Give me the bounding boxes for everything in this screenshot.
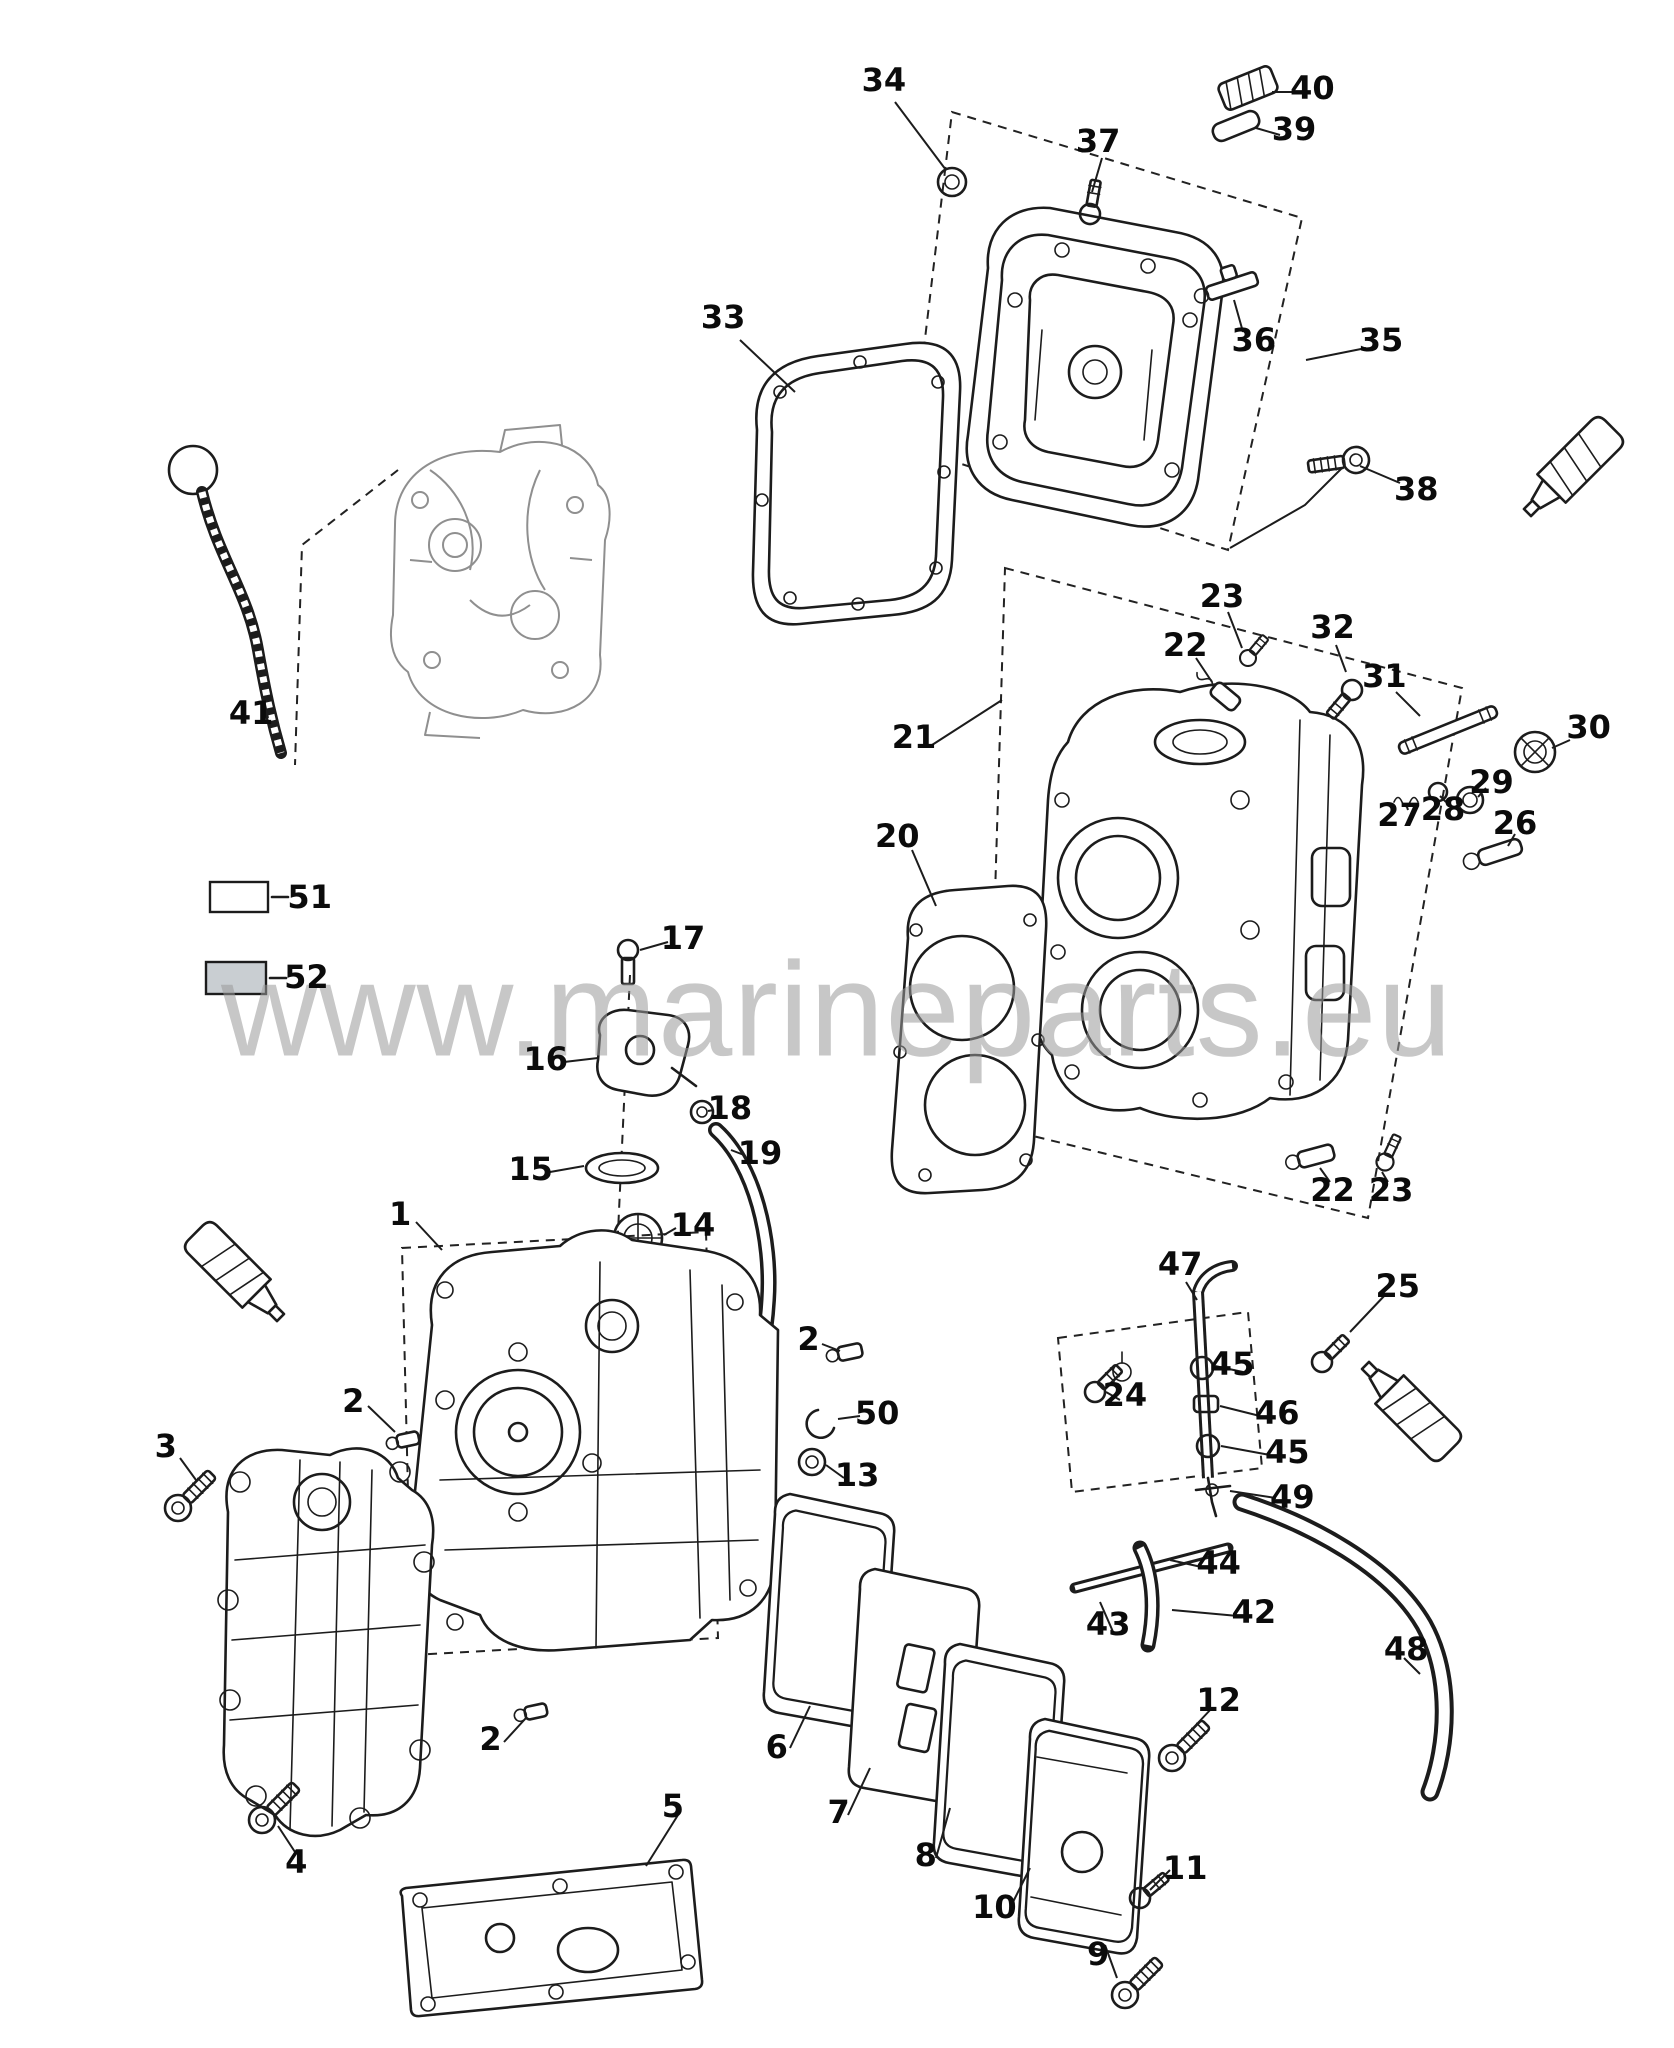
valve-cover-gasket — [751, 341, 962, 626]
part-number-callout-21-17: 21 — [891, 718, 937, 757]
part-number-callout-29-13: 29 — [1469, 763, 1514, 802]
part-number-callout-7-51: 7 — [827, 1793, 850, 1832]
part-number-callout-39-2: 39 — [1271, 110, 1317, 149]
part-number-callout-51-20: 51 — [287, 878, 332, 917]
part-number-callout-47-31: 47 — [1157, 1244, 1203, 1283]
stud-bolt — [1397, 705, 1499, 755]
oil-filler-cap — [1217, 65, 1279, 111]
decal-box-51 — [208, 880, 270, 914]
cylinder-head-reference-view — [294, 424, 611, 766]
part-number-callout-36-5: 36 — [1231, 320, 1277, 359]
part-number-callout-3-41: 3 — [154, 1426, 177, 1465]
head-gasket — [890, 884, 1048, 1195]
part-number-callout-5-50: 5 — [661, 1787, 685, 1826]
part-number-callout-33-4: 33 — [700, 298, 746, 337]
part-number-callout-50-36: 50 — [854, 1394, 900, 1433]
part-number-callout-4-53: 4 — [285, 1842, 308, 1881]
part-number-callout-6-49: 6 — [765, 1727, 788, 1766]
part-number-callout-31-11: 31 — [1362, 656, 1407, 695]
decal-box-52 — [204, 960, 268, 996]
cylinder-head-group — [986, 412, 1628, 1220]
part-number-callout-2-47: 2 — [479, 1719, 502, 1758]
part-number-callout-13-39: 13 — [834, 1455, 880, 1494]
part-number-callout-38-7: 38 — [1393, 470, 1439, 509]
lower-mount-plate — [399, 1858, 704, 2018]
breather-fitting — [1193, 263, 1260, 304]
dowel-pin — [385, 1430, 421, 1451]
leader-lines — [179, 91, 1571, 1979]
part-number-callout-22-29: 22 — [1310, 1170, 1355, 1209]
part-number-callout-30-12: 30 — [1566, 708, 1611, 747]
breather-hose-group — [1056, 1131, 1466, 1802]
dowel-pin — [513, 1702, 549, 1723]
part-number-callout-46-37: 46 — [1254, 1394, 1300, 1433]
part-number-callout-37-3: 37 — [1075, 122, 1121, 161]
part-number-callout-15-26: 15 — [508, 1150, 553, 1189]
part-number-callout-49-40: 49 — [1270, 1478, 1315, 1517]
part-number-callout-22-9: 22 — [1162, 626, 1208, 665]
part-number-callout-14-27: 14 — [670, 1205, 716, 1244]
part-number-callout-41-19: 41 — [228, 693, 274, 732]
legend-boxes — [204, 880, 290, 996]
part-number-callout-44-43: 44 — [1196, 1543, 1241, 1582]
dowel-pin — [825, 1342, 864, 1363]
part-number-callout-1-28: 1 — [388, 1195, 412, 1234]
part-number-callout-26-16: 26 — [1492, 804, 1538, 843]
valve-cover-group — [910, 65, 1372, 552]
part-number-callout-2-42: 2 — [342, 1381, 365, 1420]
part-number-callout-48-46: 48 — [1383, 1629, 1429, 1668]
anode — [1462, 837, 1524, 871]
part-number-callout-25-32: 25 — [1375, 1267, 1421, 1306]
reed-plate-stack — [762, 1492, 1217, 2015]
part-number-callout-2-33: 2 — [797, 1320, 820, 1359]
part-number-callout-42-45: 42 — [1231, 1592, 1277, 1631]
part-number-callout-12-48: 12 — [1196, 1680, 1241, 1719]
part-number-callout-34-0: 34 — [861, 60, 907, 99]
part-number-callout-11-55: 11 — [1162, 1848, 1208, 1887]
part-number-callout-32-10: 32 — [1310, 607, 1355, 646]
part-number-callout-45-34: 45 — [1209, 1344, 1255, 1383]
oil-dipstick — [167, 444, 287, 759]
part-number-callout-40-1: 40 — [1290, 69, 1335, 108]
part-number-callout-18-24: 18 — [707, 1088, 753, 1127]
part-number-callout-9-56: 9 — [1087, 1934, 1110, 1973]
part-number-callout-43-44: 43 — [1085, 1605, 1131, 1644]
part-number-callout-52-21: 52 — [284, 957, 329, 996]
part-number-callout-10-54: 10 — [972, 1887, 1017, 1926]
part-number-callout-20-18: 20 — [874, 816, 920, 855]
part-number-callout-27-14: 27 — [1377, 796, 1422, 835]
part-number-callout-19-25: 19 — [737, 1134, 783, 1173]
crankcase-cover-group — [158, 1217, 435, 1840]
part-number-callout-28-15: 28 — [1420, 789, 1466, 828]
part-number-callout-8-52: 8 — [914, 1836, 937, 1875]
part-number-callout-45-38: 45 — [1265, 1433, 1310, 1472]
part-number-callout-35-6: 35 — [1358, 320, 1404, 359]
part-number-callout-24-35: 24 — [1102, 1375, 1148, 1414]
cap-seal — [1211, 109, 1261, 143]
part-number-callout-16-23: 16 — [523, 1039, 568, 1078]
part-number-callout-17-22: 17 — [660, 918, 706, 957]
part-number-callout-23-8: 23 — [1199, 576, 1245, 615]
part-number-callout-23-30: 23 — [1368, 1170, 1414, 1209]
anode-small — [1285, 1143, 1336, 1171]
